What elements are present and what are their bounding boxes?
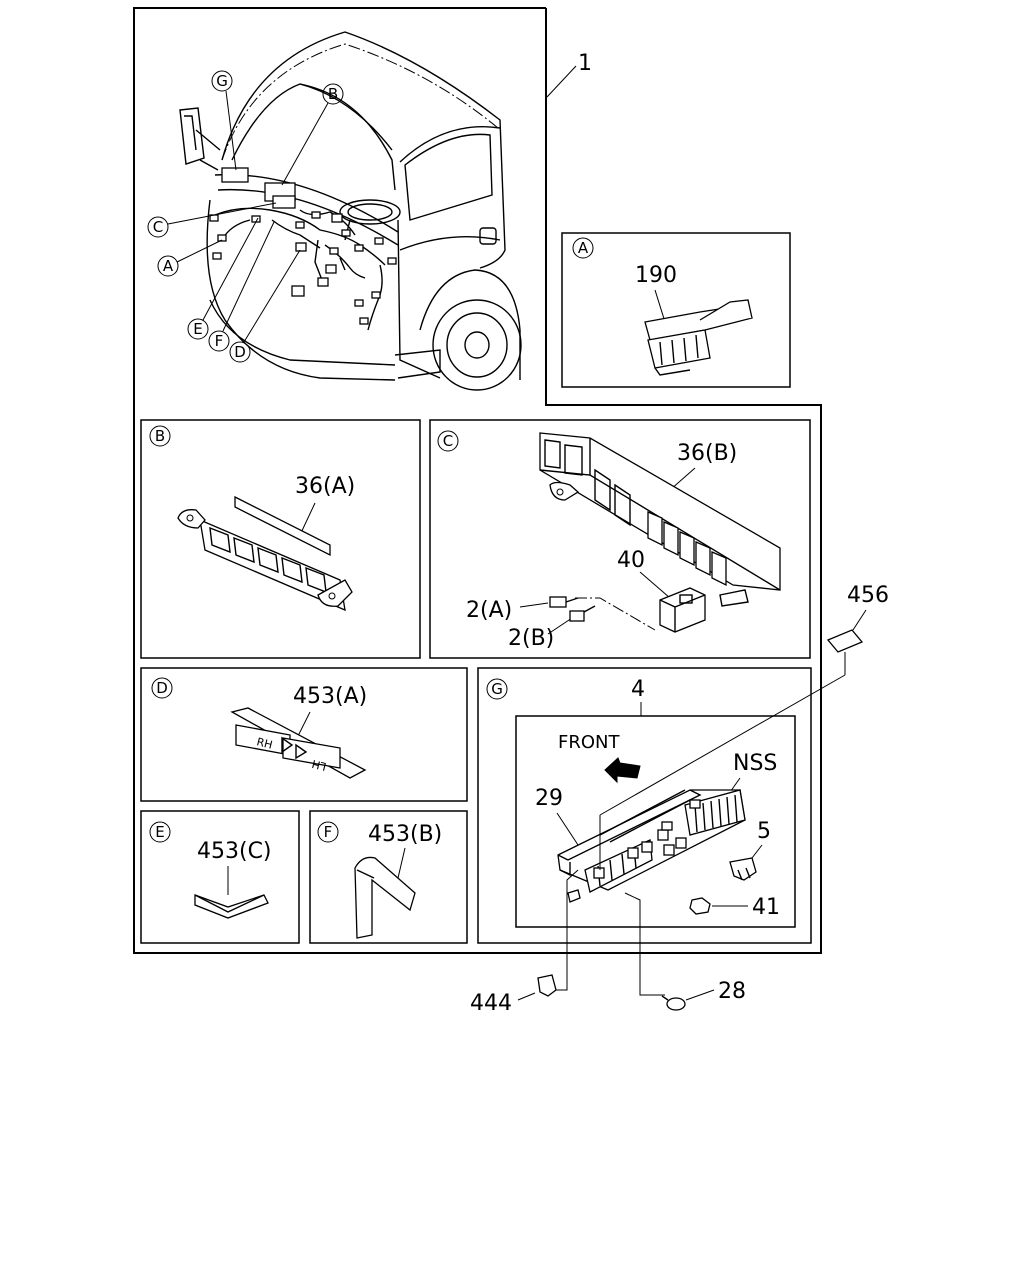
fuse-box-assembly [557, 789, 746, 893]
callout-41: 41 [752, 895, 780, 920]
svg-text:G: G [491, 680, 503, 698]
callout-444: 444 [470, 991, 512, 1016]
connector-190 [644, 299, 753, 376]
svg-text:C: C [153, 218, 163, 236]
svg-text:D: D [234, 343, 246, 361]
connector-2b [569, 605, 596, 622]
callout-40: 40 [617, 548, 645, 573]
panel-d: D 453(A) RH LH [140, 667, 468, 802]
svg-text:F: F [215, 332, 224, 350]
callout-456: 456 [847, 583, 889, 608]
svg-text:D: D [156, 679, 168, 697]
label-tape-453a: RH LH [230, 707, 367, 779]
connector-2a [549, 596, 579, 608]
outer-frame [133, 7, 822, 954]
front-label: FRONT [558, 732, 620, 753]
svg-text:B: B [155, 427, 165, 445]
fuse-5 [729, 857, 757, 881]
connector-40 [659, 587, 706, 633]
truck-cab-illustration [179, 31, 522, 391]
callout-453a: 453(A) [293, 684, 367, 709]
callout-f-cab: F [208, 221, 275, 352]
panel-f: F 453(B) [309, 810, 468, 944]
callout-5: 5 [757, 819, 771, 844]
clip-444 [537, 974, 557, 997]
panel-a: A 190 [561, 232, 791, 388]
callout-36a: 36(A) [295, 474, 355, 499]
fuse-41 [689, 897, 711, 915]
svg-text:F: F [324, 823, 333, 841]
callout-e-cab: E [187, 217, 259, 340]
svg-text:A: A [163, 257, 174, 275]
callout-nss: NSS [733, 751, 777, 776]
callout-28: 28 [718, 979, 746, 1004]
callout-b-cab: B [281, 83, 344, 186]
relay-block-36b [539, 432, 781, 607]
panel-e: E 453(C) [140, 810, 300, 944]
svg-text:G: G [216, 72, 228, 90]
callout-g-cab: G [211, 70, 237, 171]
label-tape-453c [194, 894, 269, 919]
panel-b: B 36(A) [140, 419, 421, 659]
callout-d-cab: D [229, 249, 301, 363]
label-tape-453b [354, 856, 416, 939]
callout-453c: 453(C) [197, 839, 272, 864]
panel-c: C 36(B) 40 2(A) 2( [429, 419, 811, 659]
svg-text:B: B [328, 85, 338, 103]
svg-text:E: E [193, 320, 202, 338]
callout-2a: 2(A) [466, 598, 512, 623]
svg-text:C: C [443, 432, 453, 450]
svg-text:E: E [155, 823, 164, 841]
callout-29: 29 [535, 786, 563, 811]
callout-c-cab: C [147, 202, 277, 238]
relay-bracket-36a [177, 495, 353, 612]
front-arrow-icon [604, 757, 641, 784]
svg-text:A: A [578, 239, 589, 257]
bolt-28 [661, 995, 686, 1011]
svg-text:LH: LH [311, 757, 328, 773]
callout-1: 1 [578, 51, 592, 76]
callout-36b: 36(B) [677, 441, 737, 466]
svg-text:RH: RH [255, 735, 274, 751]
callout-190: 190 [635, 263, 677, 288]
callout-a-cab: A [157, 239, 223, 277]
callout-2b: 2(B) [508, 626, 554, 651]
panel-g: G 4 FRONT NSS 29 5 41 [477, 667, 812, 944]
callout-453b: 453(B) [368, 822, 442, 847]
label-456 [826, 629, 864, 653]
callout-4: 4 [631, 677, 645, 702]
